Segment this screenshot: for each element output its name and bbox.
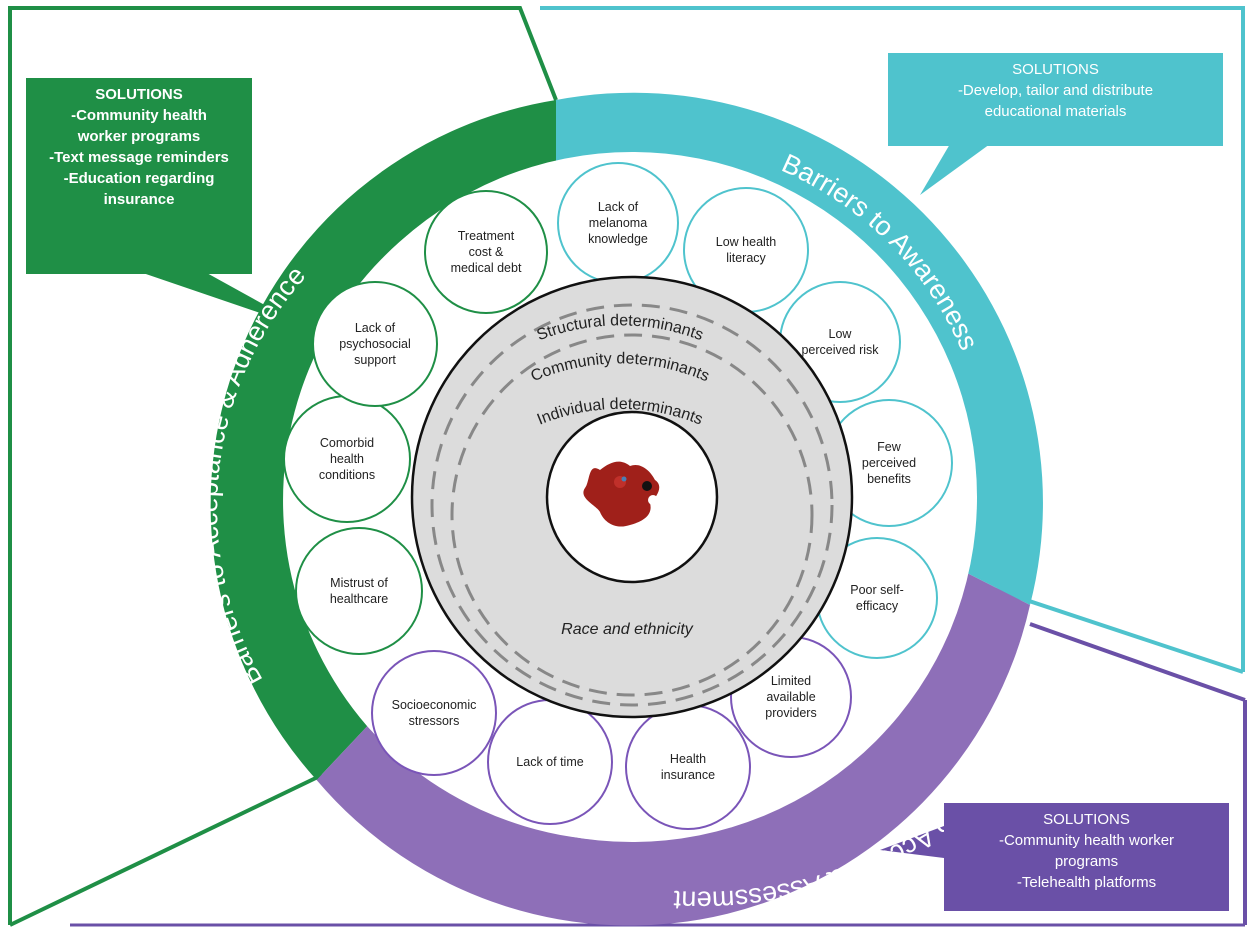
barrier-label-line: Low health <box>715 235 777 249</box>
barrier-label-line: health <box>329 452 365 466</box>
solutions-title: SOLUTIONS <box>1043 811 1130 828</box>
solutions-box-access: SOLUTIONS -Community health worker progr… <box>944 803 1229 911</box>
barrier-label-line: Poor self- <box>850 583 904 597</box>
solutions-title: SOLUTIONS <box>1012 61 1099 78</box>
barrier-label-line: perceived <box>861 456 917 470</box>
barrier-label-line: providers <box>765 706 817 720</box>
barrier-circles <box>283 162 953 830</box>
barrier-label-line: Treatment <box>457 229 515 243</box>
solution-line: -Text message reminders <box>49 149 229 166</box>
barrier-circle-access <box>371 650 497 776</box>
solution-line: worker programs <box>77 128 201 145</box>
barrier-label-line: Low <box>828 327 852 341</box>
solution-line: -Community health <box>71 107 207 124</box>
barrier-circle-acceptance <box>295 527 423 655</box>
barrier-label-line: support <box>354 353 396 367</box>
barrier-label-awareness: Few perceived benefits <box>832 406 946 520</box>
solutions-box-awareness: SOLUTIONS -Develop, tailor and distribut… <box>888 53 1223 146</box>
barrier-label-awareness: Poor self-efficacy <box>823 544 931 652</box>
barrier-label-line: Lack of <box>354 321 396 335</box>
barrier-label-line: psychosocial <box>339 337 411 351</box>
barrier-label-line: Mistrust of <box>330 576 388 590</box>
outer-ring <box>210 92 1043 926</box>
solution-line: educational materials <box>984 103 1127 120</box>
barrier-label-line: efficacy <box>855 599 899 613</box>
barrier-label-access: Socioeconomic stressors <box>378 657 490 769</box>
ring-segment-awareness <box>556 92 1043 605</box>
melanoma-lesion-icon <box>583 461 660 527</box>
barrier-label-line: melanoma <box>588 216 648 230</box>
teal-callout-pointer <box>920 144 990 195</box>
barrier-label-line: Few <box>877 440 901 454</box>
ring-segment-access <box>316 570 1031 926</box>
barrier-label-line: Health <box>669 752 707 766</box>
barrier-label-line: conditions <box>318 468 376 482</box>
barrier-label-access: Health insurance <box>632 711 744 823</box>
solutions-box-acceptance: SOLUTIONS -Community health worker progr… <box>26 78 252 274</box>
barrier-label-line: available <box>766 690 816 704</box>
barrier-label-line: benefits <box>867 472 911 486</box>
barrier-label-line: Limited <box>770 674 812 688</box>
barrier-label-line: perceived risk <box>801 343 879 357</box>
barrier-label-acceptance: Mistrust of healthcare <box>302 534 416 648</box>
barrier-label-line: Comorbid <box>319 436 375 450</box>
solutions-title: SOLUTIONS <box>95 86 183 103</box>
barrier-label-line: knowledge <box>588 232 648 246</box>
barrier-label-access: Limited available providers <box>737 643 845 751</box>
solution-line: -Develop, tailor and distribute <box>957 82 1154 99</box>
solution-line: programs <box>1054 853 1119 870</box>
frame-lines <box>8 6 1247 927</box>
barrier-label-awareness: Lack of melanoma knowledge <box>564 169 672 277</box>
barrier-label-awareness: Low health literacy <box>690 194 802 306</box>
barrier-label-acceptance: Treatment cost & medical debt <box>431 197 541 307</box>
barrier-label-access: Lack of time <box>494 706 606 818</box>
barrier-circle-acceptance <box>312 281 438 407</box>
barrier-label-line: cost & <box>468 245 504 259</box>
solution-line: -Telehealth platforms <box>1016 874 1157 891</box>
solution-line: -Community health worker <box>998 832 1175 849</box>
barrier-circle-acceptance <box>424 190 548 314</box>
barrier-label-line: literacy <box>726 251 766 265</box>
barrier-label-line: Lack of time <box>516 755 584 769</box>
solution-line: -Education regarding <box>63 170 215 187</box>
purple-callout-pointer <box>880 820 960 860</box>
solution-line: insurance <box>103 191 175 208</box>
barrier-label-acceptance: Comorbid health conditions <box>290 402 404 516</box>
ring-segment-acceptance <box>210 100 556 780</box>
race-ethnicity-label: Race and ethnicity <box>561 621 694 638</box>
barrier-label-line: medical debt <box>450 261 522 275</box>
barrier-label-line: healthcare <box>329 592 389 606</box>
community-determinants-circle <box>430 303 834 707</box>
barrier-label-line: stressors <box>408 714 460 728</box>
barrier-label-line: Socioeconomic <box>391 698 477 712</box>
barrier-label-line: insurance <box>660 768 716 782</box>
barrier-label-awareness: Low perceived risk <box>786 288 894 396</box>
barrier-label-line: Lack of <box>597 200 639 214</box>
barrier-label-acceptance: Lack of psychosocial support <box>319 288 431 400</box>
individual-determinants-circle <box>450 333 814 697</box>
